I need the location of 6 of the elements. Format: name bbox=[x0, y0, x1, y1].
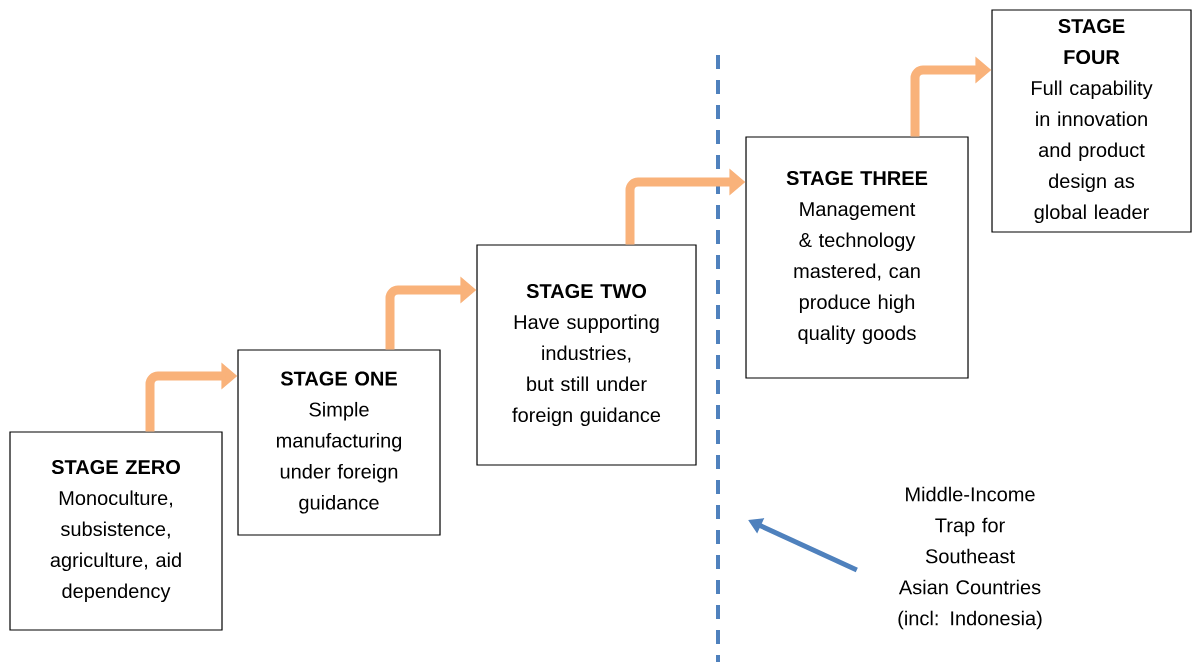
stage-box: STAGE FOUR Full capability in innovation and product design as global leader bbox=[991, 9, 1192, 233]
stage-box: STAGE THREE Management & technology mastered, can produce high quality goods bbox=[745, 136, 969, 379]
stage-box: STAGE ZERO Monoculture, subsistence, agriculture, aid dependency bbox=[9, 431, 223, 631]
note-text: Middle-Income Trap for Southeast Asian Countries (incl: Indonesia) bbox=[898, 486, 1042, 630]
stage-box: STAGE ONE Simple manufacturing under foreign guidance bbox=[237, 349, 441, 536]
stage-box: STAGE TWO Have supporting industries, but still under foreign guidance bbox=[476, 244, 697, 466]
